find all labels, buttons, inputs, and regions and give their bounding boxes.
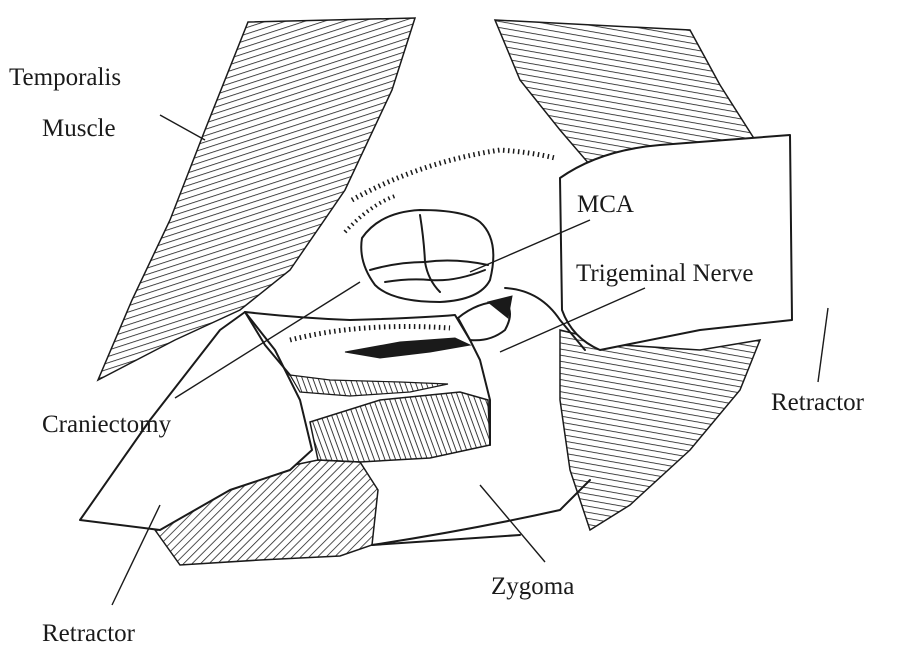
middle-muscle-band-shape — [310, 392, 490, 462]
temporalis-label: Temporalis — [9, 64, 121, 91]
dura-dotted-arc-upper — [352, 150, 555, 200]
dark-strip-shape — [290, 375, 448, 396]
retractor-right-leader — [818, 308, 828, 382]
zygoma-leader — [480, 485, 545, 562]
trigeminal-dark-wedge — [488, 296, 512, 318]
lower-right-muscle-shape — [560, 330, 760, 530]
zygoma-bone-outline-lower — [372, 535, 520, 545]
craniectomy-label: Craniectomy — [42, 411, 172, 438]
zygoma-label: Zygoma — [491, 573, 574, 600]
craniectomy-window — [361, 210, 493, 302]
mca-label: MCA — [577, 191, 634, 218]
muscle-label: Muscle — [42, 115, 116, 142]
retractor-right-label: Retractor — [771, 389, 865, 416]
temporalis-leader — [160, 115, 205, 140]
right-retractor-blade — [560, 135, 792, 350]
dura-dotted-arc-lower — [290, 327, 450, 341]
trigeminal-nerve-label: Trigeminal Nerve — [576, 260, 754, 287]
dura-shadow-shape — [345, 338, 470, 358]
retractor-left-label: Retractor — [42, 620, 136, 645]
zygoma-bone-outline — [372, 480, 590, 545]
